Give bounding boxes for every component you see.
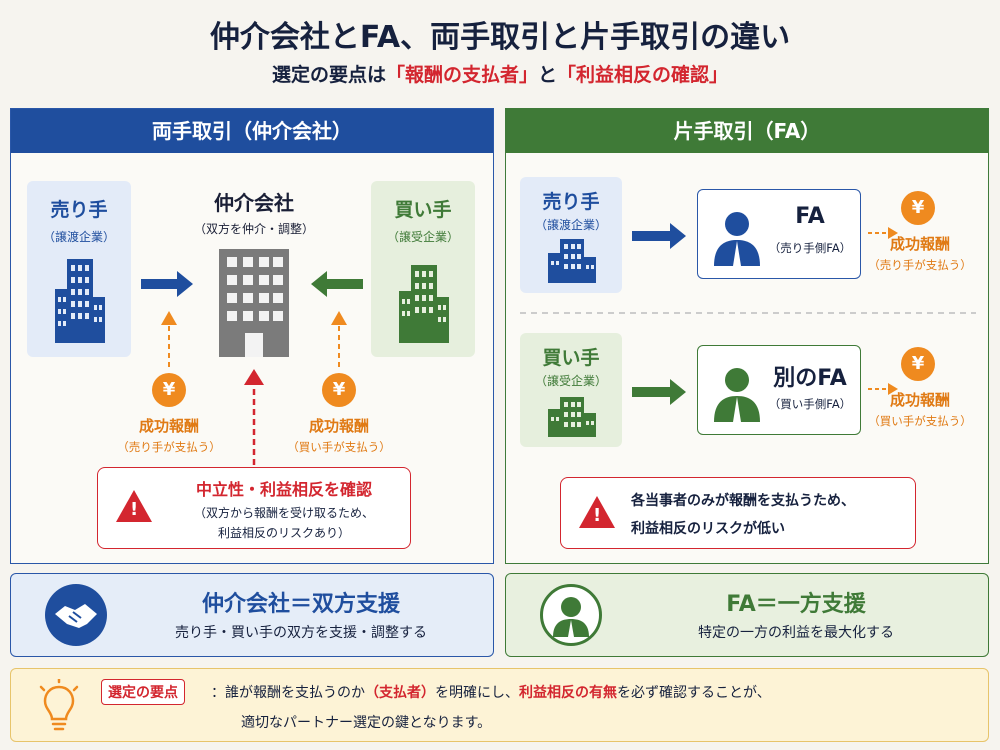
low-risk-line2: 利益相反のリスクが低い (631, 521, 785, 537)
buyer-to-broker-arrow (311, 271, 363, 297)
buyer-fa-sub: （買い手側FA） (768, 397, 852, 411)
buyer-box: 買い手 （譲受企業） (371, 181, 475, 357)
seller-fee-title: 成功報酬 (138, 417, 199, 435)
seller-fa-name: FA (795, 204, 825, 229)
buyer-fee-label: 成功報酬 （買い手が支払う） (269, 415, 409, 455)
fa2-fee-sub: （買い手が支払う） (868, 414, 972, 428)
broker-summary-desc: 売り手・買い手の双方を支援・調整する (175, 625, 427, 641)
subtitle-mid: と (538, 64, 558, 86)
tip-text-payer: （支払者） (365, 685, 435, 701)
tip-text-conflict: 利益相反の有無 (519, 685, 617, 701)
single-agency-arrows (520, 223, 976, 405)
seller-box: 売り手 （譲渡企業） (27, 181, 131, 357)
conflict-warning-line1: （双方から報酬を受け取るため、 (193, 506, 374, 520)
single-agency-panel: 片手取引（FA） 売り手 （譲渡企業） FA （売り手側FA） ¥ 成功報酬 （… (505, 108, 989, 564)
tip-text-1: ：誰が報酬を支払うのか (211, 685, 365, 701)
fa-buyer-name: 買い手 (542, 347, 600, 369)
fa-buyer-box: 買い手 （譲受企業） (520, 333, 622, 447)
buyer-building-icon (399, 265, 449, 343)
yen-coin-icon: ¥ (322, 373, 356, 407)
tip-text-2: を明確にし、 (435, 685, 519, 701)
fa-seller-sub: （譲渡企業） (534, 218, 607, 232)
fa-buyer-sub: （譲受企業） (534, 374, 607, 388)
seller-to-broker-arrow (141, 271, 193, 297)
subtitle-prefix: 選定の要点は (271, 64, 386, 86)
dual-agency-panel: 両手取引（仲介会社） 売り手 （譲渡企業） 仲介会社 （双方を仲介・調整） (10, 108, 494, 564)
buyer-fee-title: 成功報酬 (308, 417, 369, 435)
page-title: 仲介会社とFA、両手取引と片手取引の違い (209, 20, 791, 55)
person-icon (540, 584, 602, 646)
warning-triangle-icon: ! (579, 496, 615, 528)
tip-tag: 選定の要点 (101, 679, 185, 705)
fa2-fee-label: 成功報酬 （買い手が支払う） (862, 389, 978, 429)
broker-building-icon (219, 249, 289, 357)
fa-seller-box: 売り手 （譲渡企業） (520, 177, 622, 293)
selection-tip-box: 選定の要点 ：誰が報酬を支払うのか（支払者）を明確にし、利益相反の有無を必ず確認… (10, 668, 989, 742)
conflict-warning-box: ! 中立性・利益相反を確認 （双方から報酬を受け取るため、 利益相反のリスクあり… (97, 467, 411, 549)
yen-coin-icon: ¥ (901, 347, 935, 381)
conflict-warning-line2: 利益相反のリスクあり） (217, 526, 350, 540)
broker-summary-title: 仲介会社＝双方支援 (201, 592, 400, 617)
advisor-person-icon (714, 212, 760, 266)
subtitle-highlight-payer: 「報酬の支払者」 (385, 64, 538, 86)
single-agency-header: 片手取引（FA） (506, 109, 988, 153)
broker-label: 仲介会社 （双方を仲介・調整） (169, 187, 339, 237)
seller-to-fa-arrow (632, 223, 686, 249)
page-subtitle: 選定の要点は「報酬の支払者」と「利益相反の確認」 (0, 60, 1000, 87)
fa1-fee-title: 成功報酬 (889, 235, 950, 253)
seller-fa-sub: （売り手側FA） (768, 241, 852, 255)
tip-text-3: を必ず確認することが、 (617, 685, 771, 701)
fa2-fee-title: 成功報酬 (889, 391, 950, 409)
low-risk-note-box: ! 各当事者のみが報酬を支払うため、 利益相反のリスクが低い (560, 477, 916, 549)
subtitle-highlight-conflict: 「利益相反の確認」 (557, 64, 729, 86)
yen-coin-icon: ¥ (901, 191, 935, 225)
conflict-warning-title: 中立性・利益相反を確認 (195, 480, 372, 499)
buyer-to-fa-arrow (632, 379, 686, 405)
seller-name: 売り手 (50, 199, 108, 221)
handshake-icon (45, 584, 107, 646)
fa1-fee-label: 成功報酬 （売り手が支払う） (862, 233, 978, 273)
fa1-fee-sub: （売り手が支払う） (868, 258, 972, 272)
dual-agency-header: 両手取引（仲介会社） (11, 109, 493, 153)
low-risk-line1: 各当事者のみが報酬を支払うため、 (631, 493, 855, 509)
broker-name: 仲介会社 (214, 191, 294, 215)
tip-line2: 適切なパートナー選定の鍵となります。 (241, 715, 492, 731)
fa-summary-title: FA＝一方支援 (726, 592, 866, 617)
warning-triangle-icon: ! (116, 490, 152, 522)
fa-seller-name: 売り手 (542, 191, 600, 213)
seller-fa-box: FA （売り手側FA） (697, 189, 861, 279)
seller-fee-sub: （売り手が支払う） (117, 440, 221, 454)
dual-agency-arrows (141, 271, 363, 465)
buyer-fa-name: 別のFA (773, 366, 847, 391)
buyer-sub: （譲受企業） (386, 230, 459, 244)
fa-seller-building-icon (548, 239, 596, 283)
broker-sub: （双方を仲介・調整） (193, 222, 314, 236)
advisor-person-icon (714, 368, 760, 422)
buyer-fee-sub: （買い手が支払う） (287, 440, 391, 454)
tip-line1: ：誰が報酬を支払うのか（支払者）を明確にし、利益相反の有無を必ず確認することが、 (211, 682, 771, 702)
fa-buyer-building-icon (548, 397, 596, 437)
seller-fee-label: 成功報酬 （売り手が支払う） (99, 415, 239, 455)
yen-coin-icon: ¥ (152, 373, 186, 407)
lightbulb-icon (39, 679, 79, 731)
seller-building-icon (55, 259, 105, 343)
buyer-fa-box: 別のFA （買い手側FA） (697, 345, 861, 435)
fa-summary-card: FA＝一方支援 特定の一方の利益を最大化する (505, 573, 989, 657)
broker-summary-card: 仲介会社＝双方支援 売り手・買い手の双方を支援・調整する (10, 573, 494, 657)
buyer-name: 買い手 (394, 199, 452, 221)
seller-sub: （譲渡企業） (42, 230, 115, 244)
fa-summary-desc: 特定の一方の利益を最大化する (698, 625, 894, 641)
